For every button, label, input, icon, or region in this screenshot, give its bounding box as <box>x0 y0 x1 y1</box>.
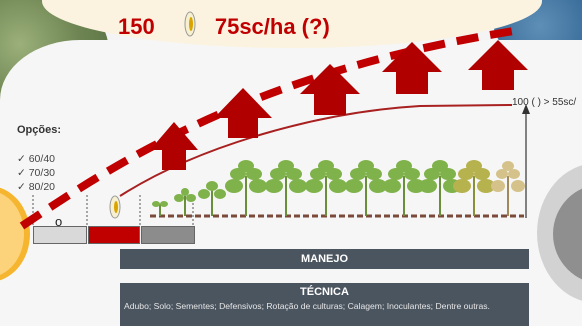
stage-bar-red <box>88 226 140 244</box>
stage-bar-light <box>33 226 87 244</box>
plant-icon <box>491 161 525 216</box>
increase-arrow <box>468 40 528 90</box>
plant-icon <box>453 160 495 216</box>
plant-icon <box>198 181 226 216</box>
soybean-plants <box>152 160 525 216</box>
plant-icon <box>345 160 387 216</box>
opcoes-item: ✓ 60/40 <box>17 153 55 165</box>
plant-icon <box>419 160 461 216</box>
headline: 150 75sc/ha (?) <box>118 11 330 40</box>
max-yield-arrowhead <box>522 104 530 114</box>
seed-icon <box>184 11 196 37</box>
increase-arrow <box>382 42 442 94</box>
tecnica-box: TÉCNICA Adubo; Solo; Sementes; Defensivo… <box>120 283 529 326</box>
increase-arrow <box>300 64 360 115</box>
plant-icon <box>152 201 168 216</box>
increase-arrows <box>150 40 528 170</box>
tecnica-title: TÉCNICA <box>300 286 349 298</box>
manejo-bar: MANEJO <box>120 249 529 269</box>
headline-target: 75sc/ha (?) <box>214 14 330 39</box>
headline-value: 150 <box>118 14 155 39</box>
growth-curve <box>119 104 513 197</box>
plant-icon <box>174 188 196 216</box>
potential-curve <box>19 26 521 230</box>
plant-icon <box>265 160 307 216</box>
plant-icon <box>383 160 425 216</box>
plant-icon <box>225 160 267 216</box>
increase-arrow <box>214 88 272 138</box>
opcoes-item: ✓ 70/30 <box>17 167 55 179</box>
baseline-label: 100 ( ) > 55sc/ <box>512 97 577 108</box>
plant-icon <box>305 160 347 216</box>
opcoes-title: Opções: <box>17 124 62 136</box>
opcoes-item: ✓ 80/20 <box>17 181 55 193</box>
left-circle-text: o <box>55 214 63 229</box>
stage-bar-gray <box>141 226 195 244</box>
seed-icon <box>109 195 121 219</box>
increase-arrow <box>150 122 198 170</box>
tecnica-text: Adubo; Solo; Sementes; Defensivos; Rotaç… <box>124 301 490 311</box>
